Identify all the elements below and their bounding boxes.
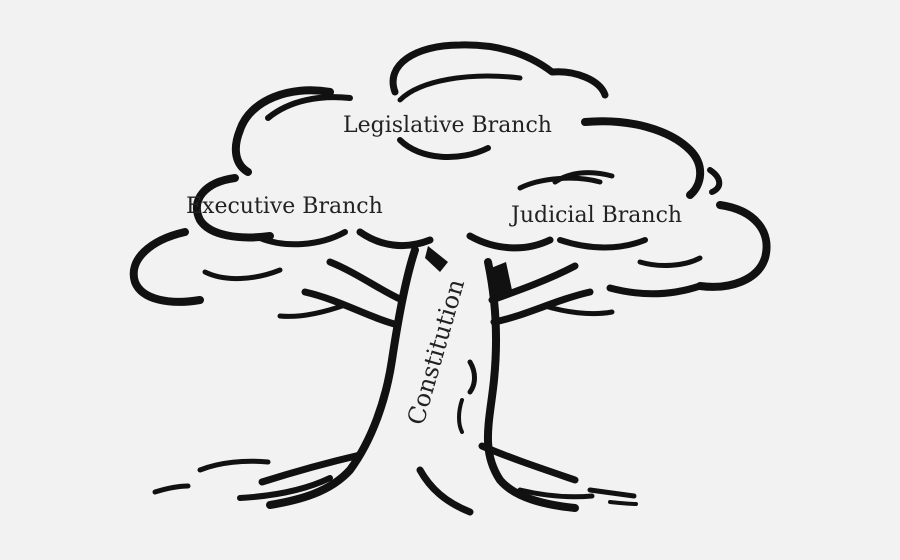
trunk-crotch — [425, 246, 448, 272]
crown-inner-scallop-1 — [397, 137, 491, 160]
crown-left-inner — [202, 267, 283, 282]
bark-mark-1 — [467, 359, 477, 395]
trunk-knot-right — [486, 262, 512, 296]
crown-left-lobe — [192, 174, 274, 242]
crown-upper-left-stroke — [265, 94, 353, 121]
trunk-left-edge — [266, 246, 419, 509]
legislative-branch-label: Legislative Branch — [343, 113, 552, 138]
crown-inner-scallop-3 — [552, 170, 615, 185]
root-right-1 — [478, 442, 579, 484]
bark-mark-2 — [457, 398, 464, 434]
crown-right-outer-lobe — [696, 201, 771, 291]
crown-top-lobe — [389, 41, 609, 99]
crown-left-mid — [257, 229, 348, 248]
root-left-2 — [237, 475, 333, 501]
crown-top-inner — [397, 73, 523, 103]
crown-right-mid — [557, 237, 648, 251]
crown-right-flick — [707, 167, 723, 195]
root-center — [416, 466, 474, 516]
crown-right-lower — [606, 282, 704, 298]
ground-stroke-right-1 — [587, 487, 637, 499]
branch-right-twig — [542, 303, 615, 317]
judicial-branch-label: Judicial Branch — [511, 203, 683, 228]
branch-right-lower — [490, 288, 594, 326]
branch-left-lower — [301, 288, 402, 329]
crown-right-lobe — [581, 117, 705, 199]
branch-left-twig — [277, 302, 348, 319]
ground-stroke-right-2 — [608, 500, 638, 506]
root-right-2 — [517, 487, 595, 500]
root-left-1 — [258, 451, 364, 486]
branch-left-upper — [326, 258, 406, 304]
crown-upper-left-lobe — [231, 86, 334, 176]
executive-branch-label: Executive Branch — [186, 194, 383, 219]
crown-center-base-right — [466, 232, 554, 252]
crown-right-inner — [637, 255, 703, 268]
crown-center-base — [356, 228, 434, 249]
crown-left-lower — [129, 228, 204, 306]
ground-stroke-left — [152, 483, 191, 495]
root-left-3 — [197, 458, 271, 473]
branch-right-upper — [488, 262, 579, 304]
